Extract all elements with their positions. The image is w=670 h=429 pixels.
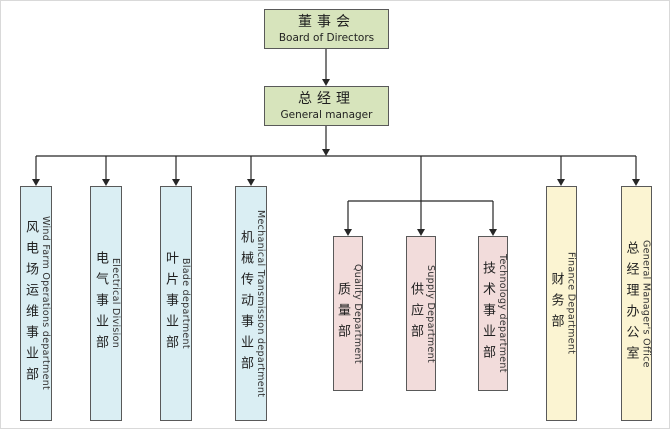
node-quality-department: 质量部 Quality Department (333, 236, 363, 391)
arrowhead-group (32, 79, 640, 236)
node-supply-department: 供应部 Supply Department (406, 236, 436, 391)
node-finance-department: 财务部 Finance Department (546, 186, 577, 421)
node-wind-farm-operations-division: 风电场运维事业部 Wind Farm Operations department (20, 186, 52, 421)
label-zh: 技术事业部 (480, 261, 495, 366)
label-zh: 财务部 (548, 272, 564, 335)
label-en: Wind Farm Operations department (40, 216, 51, 391)
node-technology-department: 技术事业部 Technology department (478, 236, 508, 391)
label-en: Quality Department (352, 263, 363, 364)
node-general-manager: 总经理 General manager (264, 86, 389, 126)
label-zh: 风电场运维事业部 (23, 219, 38, 388)
label-zh: 机械传动事业部 (238, 230, 253, 377)
connector-line-group (35, 49, 637, 230)
label-zh: 董事会 (298, 14, 355, 31)
label-zh: 叶片事业部 (163, 251, 178, 356)
label-en: Technology department (497, 254, 508, 373)
label-en: Board of Directors (278, 31, 375, 44)
label-zh: 质量部 (335, 282, 350, 345)
label-en: Electrical Division (110, 258, 121, 349)
label-en: Finance Department (565, 252, 577, 355)
label-en: Blade department (180, 258, 191, 349)
label-en: General Manager's Office (640, 239, 652, 368)
label-zh: 电气事业部 (93, 251, 108, 356)
node-general-managers-office: 总经理办公室 General Manager's Office (621, 186, 652, 421)
label-zh: 供应部 (408, 282, 423, 345)
node-electrical-division: 电气事业部 Electrical Division (90, 186, 122, 421)
label-en: Mechanical Transmission department (255, 209, 266, 398)
node-mechanical-transmission-division: 机械传动事业部 Mechanical Transmission departme… (235, 186, 267, 421)
label-zh: 总经理 (298, 91, 355, 108)
node-board-of-directors: 董事会 Board of Directors (264, 9, 389, 49)
label-zh: 总经理办公室 (623, 240, 639, 367)
label-en: Supply Department (425, 264, 436, 363)
label-en: General manager (280, 108, 373, 121)
node-blade-division: 叶片事业部 Blade department (160, 186, 192, 421)
